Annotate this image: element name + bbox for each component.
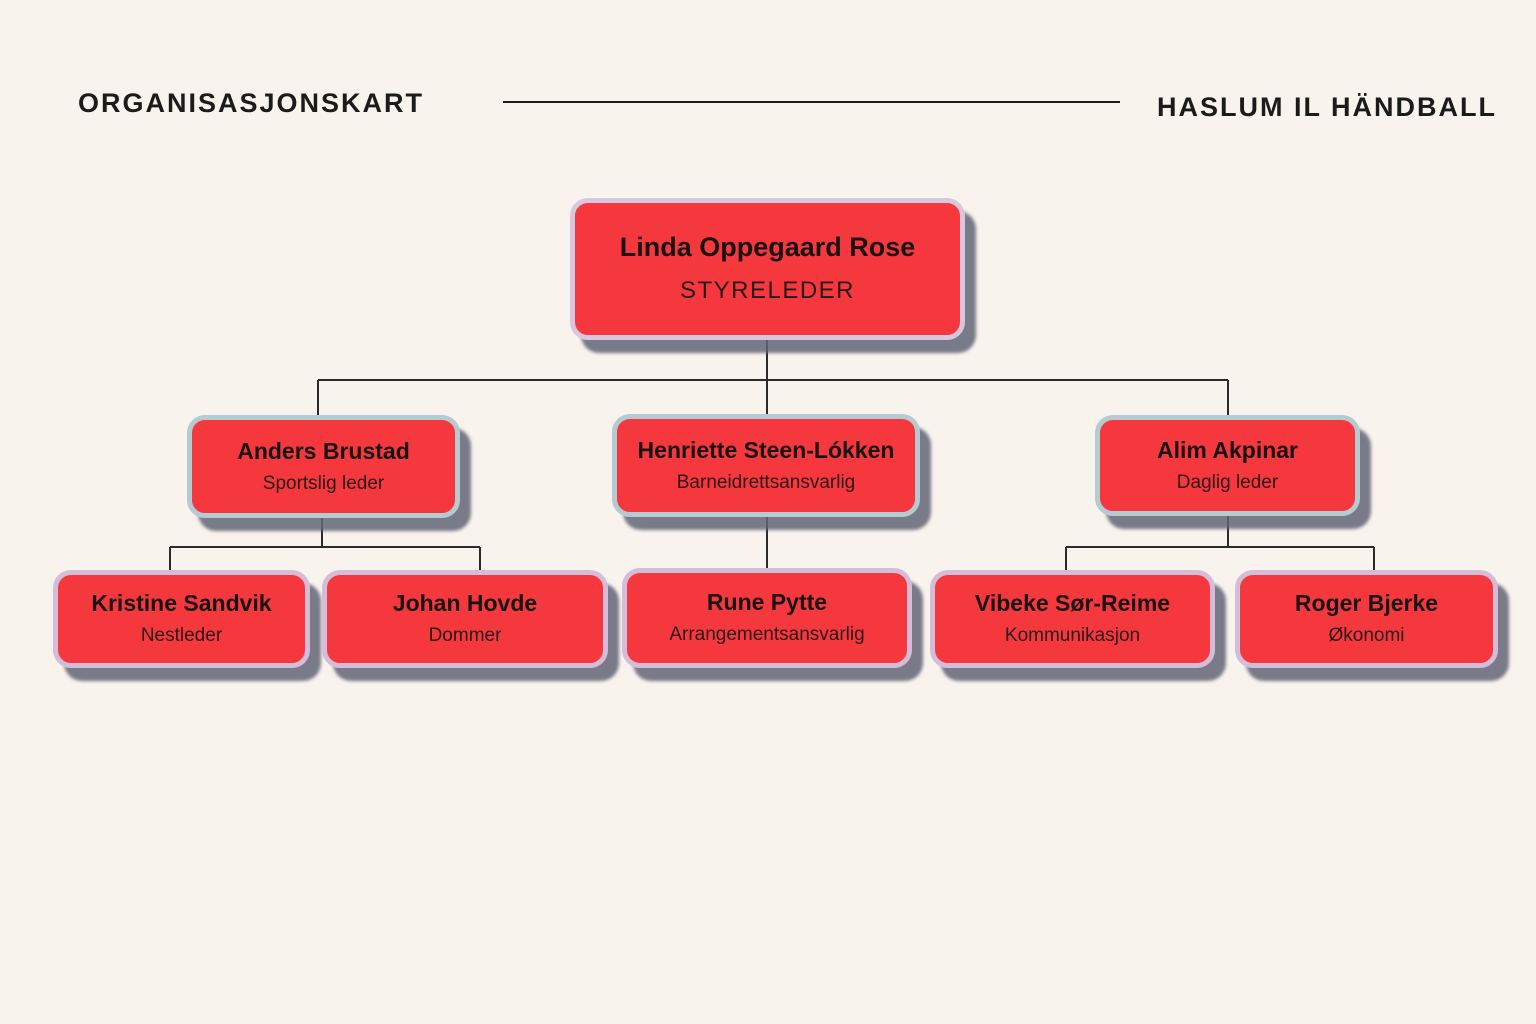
node-role-label: Arrangementsansvarlig xyxy=(669,624,865,646)
node-person-name: Alim Akpinar xyxy=(1156,436,1298,463)
node-role-label: STYRELEDER xyxy=(679,276,856,304)
org-node-dommer: Johan Hovde Dommer xyxy=(322,570,608,668)
org-node-daglig-leder: Alim Akpinar Daglig leder xyxy=(1095,415,1360,516)
node-role-label: Kommunikasjon xyxy=(1004,625,1141,647)
node-role-label: Daglig leder xyxy=(1176,471,1279,493)
header-divider-line xyxy=(503,101,1120,103)
node-person-name: Vibeke Sør-Reime xyxy=(974,590,1171,617)
node-person-name: Roger Bjerke xyxy=(1294,590,1439,617)
node-role-label: Nestleder xyxy=(140,625,223,647)
org-node-kommunikasjon: Vibeke Sør-Reime Kommunikasjon xyxy=(930,570,1215,668)
org-node-barneidrettsansvarlig: Henriette Steen-Lókken Barneidrettsansva… xyxy=(612,414,920,517)
org-node-okonomi: Roger Bjerke Økonomi xyxy=(1235,570,1498,668)
node-role-label: Barneidrettsansvarlig xyxy=(676,471,856,493)
node-person-name: Henriette Steen-Lókken xyxy=(637,436,895,463)
node-person-name: Johan Hovde xyxy=(392,590,538,617)
node-role-label: Sportslig leder xyxy=(262,472,385,494)
node-role-label: Dommer xyxy=(428,625,502,647)
node-person-name: Linda Oppegaard Rose xyxy=(619,231,916,262)
node-person-name: Rune Pytte xyxy=(706,589,828,616)
node-role-label: Økonomi xyxy=(1328,625,1405,647)
organization-name: HASLUM IL HÄNDBALL xyxy=(1157,92,1497,122)
org-node-arrangementsansvarlig: Rune Pytte Arrangementsansvarlig xyxy=(622,568,912,668)
node-person-name: Anders Brustad xyxy=(237,437,410,464)
org-node-nestleder: Kristine Sandvik Nestleder xyxy=(53,570,310,668)
node-person-name: Kristine Sandvik xyxy=(91,590,272,617)
page-title: ORGANISASJONSKART xyxy=(78,88,425,118)
org-node-styreleder: Linda Oppegaard Rose STYRELEDER xyxy=(570,198,965,340)
org-node-sportslig-leder: Anders Brustad Sportslig leder xyxy=(187,415,460,518)
